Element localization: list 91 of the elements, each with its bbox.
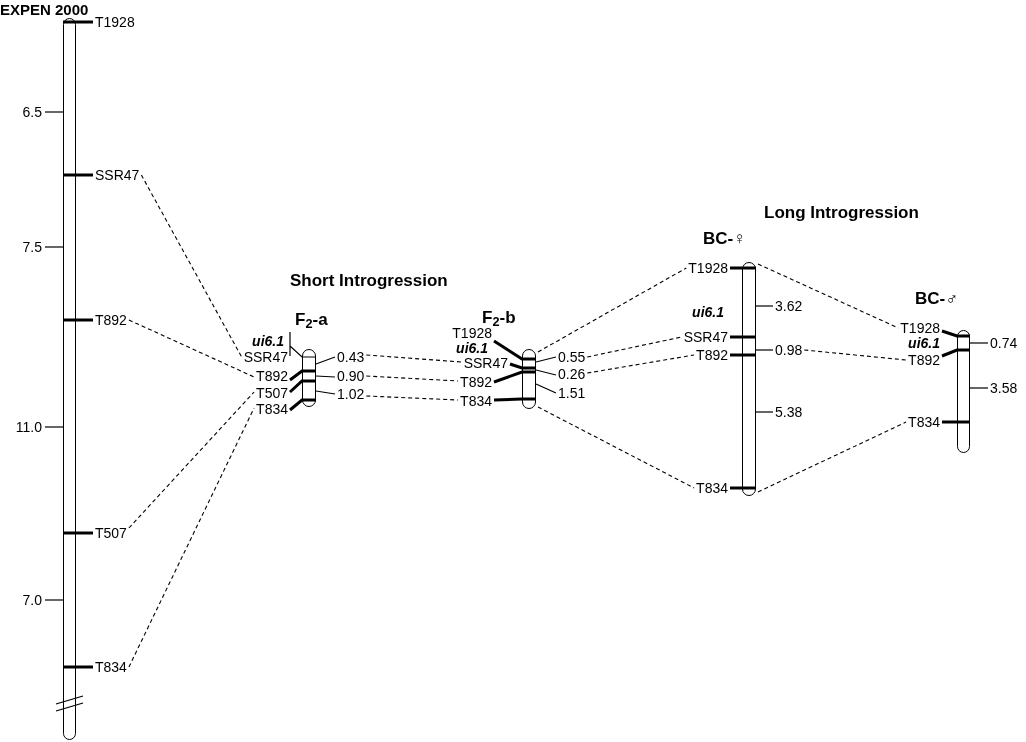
marker-line [63, 20, 93, 24]
dashed-connector [537, 267, 687, 353]
tick-line [755, 305, 774, 307]
marker-label: 0.74 [990, 336, 1018, 350]
dashed-connector [757, 421, 907, 493]
group-heading: Long Introgression [764, 204, 919, 222]
marker-line [289, 369, 316, 382]
marker-line [63, 665, 93, 669]
marker-label: 0.43 [337, 350, 365, 364]
tick-line [315, 375, 336, 378]
marker-label: 0.26 [558, 367, 586, 381]
dashed-connector [757, 263, 899, 329]
marker-label: T1928 [688, 261, 728, 275]
marker-label: T892 [696, 348, 728, 362]
scale-label: 11.0 [15, 419, 42, 435]
marker-line [493, 397, 536, 402]
marker-line [63, 318, 93, 322]
dashed-connector [803, 349, 907, 361]
dashed-connector [365, 395, 459, 401]
dashed-connector [128, 319, 255, 378]
marker-line [63, 531, 93, 535]
group-heading: Short Introgression [290, 272, 448, 290]
marker-label: SSR47 [95, 168, 140, 182]
marker-label: 0.90 [337, 369, 365, 383]
tick-line [315, 390, 336, 395]
tick-line [535, 369, 557, 376]
marker-line [941, 329, 970, 338]
marker-line [730, 266, 756, 270]
marker-line [730, 353, 756, 357]
marker-label: T834 [256, 402, 288, 416]
marker-label: 1.02 [337, 387, 365, 401]
marker-label: 0.55 [558, 350, 586, 364]
marker-line [63, 173, 93, 177]
marker-line [730, 335, 756, 339]
tick-line [969, 342, 989, 344]
map-title: F$_{2}$-b [482, 309, 516, 326]
qtl-label: ui6.1 [692, 305, 724, 319]
marker-label: 3.62 [775, 299, 803, 313]
marker-line [941, 348, 970, 358]
dashed-connector [586, 354, 695, 374]
scale-label: 7.5 [22, 239, 42, 255]
tick-line [315, 356, 336, 365]
tick-line [755, 349, 774, 351]
dashed-connector [586, 336, 683, 358]
map-title: F$_{2}$-a [295, 311, 328, 328]
marker-label: T834 [95, 660, 127, 674]
qtl-label: ui6.1 [908, 336, 940, 350]
map-title: EXPEN 2000 [0, 2, 89, 17]
dashed-connector [537, 406, 695, 489]
dashed-connector [140, 174, 243, 358]
marker-line [289, 379, 316, 394]
marker-label: T892 [460, 375, 492, 389]
tick-line [535, 383, 557, 394]
tick-line [755, 411, 774, 413]
marker-line [942, 420, 970, 424]
qtl-label: ui6.1 [456, 341, 488, 355]
marker-label: T892 [256, 369, 288, 383]
marker-label: T834 [460, 394, 492, 408]
marker-line [509, 362, 536, 370]
marker-label: 0.98 [775, 343, 803, 357]
marker-label: T507 [95, 526, 127, 540]
dashed-connector [365, 354, 463, 363]
tick-line [289, 331, 317, 358]
qtl-label: ui6.1 [252, 334, 284, 348]
map-title: BC-♀ [703, 230, 746, 247]
marker-label: 1.51 [558, 386, 586, 400]
map-title: BC-♂ [915, 290, 958, 307]
tick-line [969, 387, 989, 389]
marker-label: T834 [908, 415, 940, 429]
marker-label: T507 [256, 386, 288, 400]
tick-line [535, 356, 557, 363]
marker-line [289, 398, 316, 412]
marker-label: T892 [908, 353, 940, 367]
marker-line [493, 339, 536, 361]
marker-label: T834 [696, 481, 728, 495]
marker-label: T892 [95, 313, 127, 327]
marker-label: T1928 [95, 15, 135, 29]
marker-label: 5.38 [775, 405, 803, 419]
dashed-connector [128, 391, 255, 529]
marker-line [730, 486, 756, 490]
dashed-connector [365, 375, 459, 382]
scale-label: 7.0 [22, 592, 42, 608]
dashed-connector [128, 407, 255, 668]
marker-label: SSR47 [243, 350, 288, 364]
marker-line [493, 370, 536, 384]
marker-label: T1928 [900, 321, 940, 335]
marker-label: SSR47 [463, 356, 508, 370]
marker-label: SSR47 [683, 330, 728, 344]
marker-label: 3.58 [990, 381, 1018, 395]
marker-label: T1928 [452, 326, 492, 340]
scale-label: 6.5 [22, 104, 42, 120]
